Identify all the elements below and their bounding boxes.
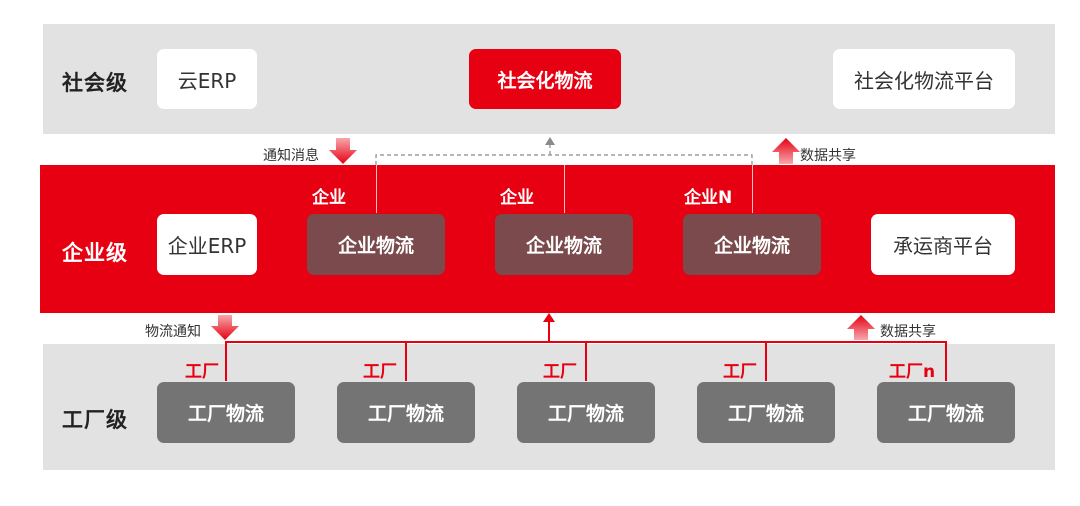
factory-to-enterprise-line (548, 318, 550, 342)
factory-connector-5 (945, 341, 947, 381)
factory-tag-2: 工厂 (363, 362, 397, 382)
enterprise-connector-2 (564, 165, 565, 213)
factory-logistics-box-2[interactable]: 工厂物流 (337, 382, 475, 443)
enterprise-connector-3 (752, 165, 753, 213)
factory-connector-4 (765, 341, 767, 381)
share-up-arrow-top (772, 138, 800, 164)
notify-down-arrow (329, 138, 357, 164)
enterprise-tag-1: 企业 (312, 188, 346, 208)
factory-logistics-box-1[interactable]: 工厂物流 (157, 382, 295, 443)
enterprise-logistics-box-1[interactable]: 企业物流 (307, 214, 445, 275)
enterprise-tag-n: 企业N (684, 188, 733, 208)
enterprise-erp-box[interactable]: 企业ERP (157, 214, 257, 275)
factory-connector-2 (405, 341, 407, 381)
enterprise-tag-2: 企业 (500, 188, 534, 208)
logistics-notify-down-arrow (211, 315, 239, 340)
dashed-up-arrowhead (545, 137, 555, 145)
data-share-bottom-label: 数据共享 (880, 324, 936, 340)
social-logistics-platform-box[interactable]: 社会化物流平台 (833, 49, 1015, 109)
social-level-label: 社会级 (62, 71, 128, 95)
share-up-arrow-bottom (847, 315, 875, 340)
factory-tag-3: 工厂 (543, 362, 577, 382)
data-share-top-label: 数据共享 (800, 148, 856, 164)
logistics-notify-label: 物流通知 (145, 324, 201, 340)
factory-connector-3 (585, 341, 587, 381)
enterprise-connector-1 (376, 165, 377, 213)
factory-tag-n: 工厂n (889, 362, 936, 382)
carrier-platform-box[interactable]: 承运商平台 (871, 214, 1015, 275)
enterprise-logistics-box-2[interactable]: 企业物流 (495, 214, 633, 275)
factory-tag-1: 工厂 (185, 362, 219, 382)
cloud-erp-box[interactable]: 云ERP (157, 49, 257, 109)
enterprise-level-label: 企业级 (62, 241, 128, 265)
factory-tag-4: 工厂 (723, 362, 757, 382)
social-logistics-box[interactable]: 社会化物流 (469, 49, 621, 109)
dashed-bracket (375, 143, 753, 165)
factory-logistics-box-5[interactable]: 工厂物流 (877, 382, 1015, 443)
factory-logistics-box-4[interactable]: 工厂物流 (697, 382, 835, 443)
factory-logistics-box-3[interactable]: 工厂物流 (517, 382, 655, 443)
enterprise-logistics-box-3[interactable]: 企业物流 (683, 214, 821, 275)
center-up-arrowhead (543, 313, 555, 322)
factory-connector-1 (225, 341, 227, 381)
factory-level-label: 工厂级 (62, 408, 128, 432)
notify-message-label: 通知消息 (263, 148, 319, 164)
